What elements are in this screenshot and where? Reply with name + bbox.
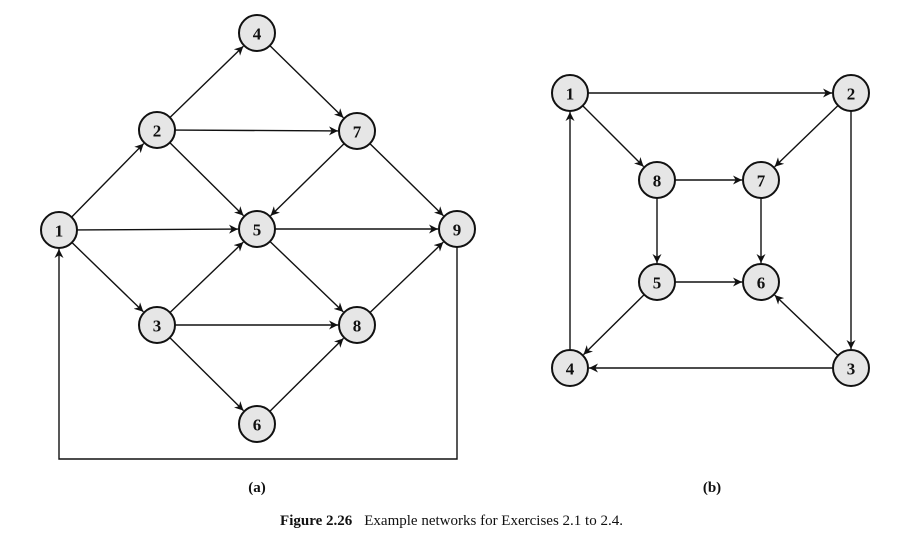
node-label: 4 xyxy=(566,360,575,379)
edge-b-1-to-8 xyxy=(582,105,645,168)
node-label: 9 xyxy=(453,221,462,240)
node-label: 1 xyxy=(566,85,575,104)
node-b-2: 2 xyxy=(832,74,870,112)
edge-a-2-to-5 xyxy=(169,142,244,217)
node-b-5: 5 xyxy=(638,263,676,301)
node-circle xyxy=(138,111,176,149)
edge-a-3-to-5 xyxy=(169,241,244,314)
node-label: 2 xyxy=(153,122,162,141)
node-circle xyxy=(338,112,376,150)
edge-a-5-to-8 xyxy=(269,240,344,313)
node-circle xyxy=(238,405,276,443)
node-b-1: 1 xyxy=(551,74,589,112)
figure-caption: Figure 2.26 Example networks for Exercise… xyxy=(0,513,903,530)
node-b-7: 7 xyxy=(742,161,780,199)
edge-a-1-to-5 xyxy=(76,224,239,234)
edge-a-7-to-9 xyxy=(369,143,444,217)
node-label: 8 xyxy=(653,172,662,191)
edge-b-3-to-6 xyxy=(774,294,839,357)
node-label: 8 xyxy=(353,317,362,336)
node-b-6: 6 xyxy=(742,263,780,301)
node-b-3: 3 xyxy=(832,349,870,387)
edge-a-3-to-6 xyxy=(169,337,244,412)
edge-a-8-to-9 xyxy=(369,241,444,314)
edge-b-5-to-4 xyxy=(583,294,645,356)
edge-a-9-to-1 xyxy=(54,247,458,460)
subfigure-label-a: (a) xyxy=(248,480,266,496)
node-label: 7 xyxy=(353,123,362,142)
node-circle xyxy=(238,210,276,248)
edge-a-2-to-7 xyxy=(174,126,339,136)
node-a-9: 9 xyxy=(438,210,476,248)
node-label: 5 xyxy=(653,274,662,293)
node-circle xyxy=(638,161,676,199)
node-circle xyxy=(832,349,870,387)
edge-a-6-to-8 xyxy=(269,337,344,412)
node-a-1: 1 xyxy=(40,211,78,249)
edge-b-2-to-7 xyxy=(774,105,839,168)
node-circle xyxy=(338,306,376,344)
node-a-3: 3 xyxy=(138,306,176,344)
node-circle xyxy=(438,210,476,248)
node-a-2: 2 xyxy=(138,111,176,149)
edge-a-1-to-3 xyxy=(71,242,144,313)
edge-a-4-to-7 xyxy=(269,45,344,119)
edge-a-7-to-5 xyxy=(270,143,345,217)
node-label: 6 xyxy=(757,274,766,293)
node-circle xyxy=(742,161,780,199)
node-circle xyxy=(551,74,589,112)
node-circle xyxy=(40,211,78,249)
caption-text: Example networks for Exercises 2.1 to 2.… xyxy=(364,513,623,529)
node-label: 7 xyxy=(757,172,766,191)
node-a-6: 6 xyxy=(238,405,276,443)
node-a-8: 8 xyxy=(338,306,376,344)
node-label: 4 xyxy=(253,25,262,44)
node-b-8: 8 xyxy=(638,161,676,199)
node-circle xyxy=(742,263,780,301)
figure-number: Figure 2.26 xyxy=(280,513,353,529)
node-circle xyxy=(238,14,276,52)
subfigure-label-b: (b) xyxy=(702,480,722,496)
node-label: 3 xyxy=(847,360,856,379)
node-a-4: 4 xyxy=(238,14,276,52)
node-label: 6 xyxy=(253,416,262,435)
node-circle xyxy=(138,306,176,344)
node-a-7: 7 xyxy=(338,112,376,150)
node-circle xyxy=(638,263,676,301)
edge-a-1-to-2 xyxy=(71,143,145,218)
node-a-5: 5 xyxy=(238,210,276,248)
node-circle xyxy=(551,349,589,387)
node-label: 3 xyxy=(153,317,162,336)
node-label: 5 xyxy=(253,221,262,240)
node-label: 1 xyxy=(55,222,64,241)
node-circle xyxy=(832,74,870,112)
edge-a-2-to-4 xyxy=(169,45,244,118)
node-label: 2 xyxy=(847,85,856,104)
node-b-4: 4 xyxy=(551,349,589,387)
